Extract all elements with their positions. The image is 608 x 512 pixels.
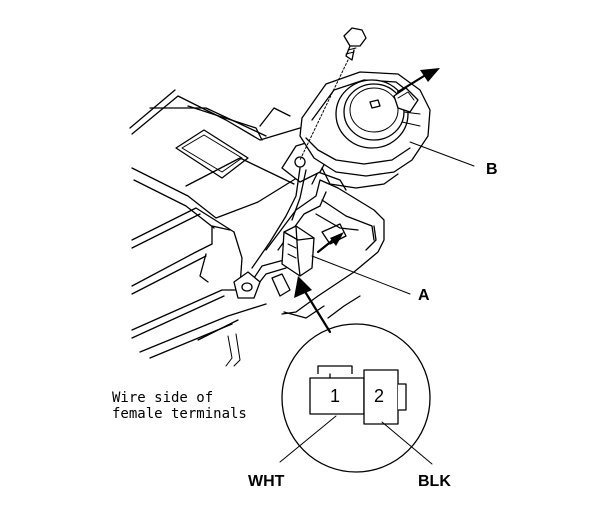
inset-caption-line2: female terminals <box>112 406 247 422</box>
connector-bracket <box>265 171 385 315</box>
leader-lines <box>294 141 475 334</box>
wire-harness <box>233 167 307 299</box>
callout-a: A <box>418 287 430 304</box>
wire-color-blk: BLK <box>418 473 451 490</box>
callout-b: B <box>486 161 498 178</box>
mounting-bolt <box>299 27 367 161</box>
terminal-inset: 1 2 <box>279 323 433 473</box>
inset-caption-line1: Wire side of <box>112 390 213 406</box>
wire-color-wht: WHT <box>248 473 285 490</box>
connector-a <box>281 225 315 277</box>
ignition-switch <box>281 68 440 189</box>
terminal-2-number: 2 <box>374 386 384 406</box>
terminal-1-number: 1 <box>330 386 340 406</box>
